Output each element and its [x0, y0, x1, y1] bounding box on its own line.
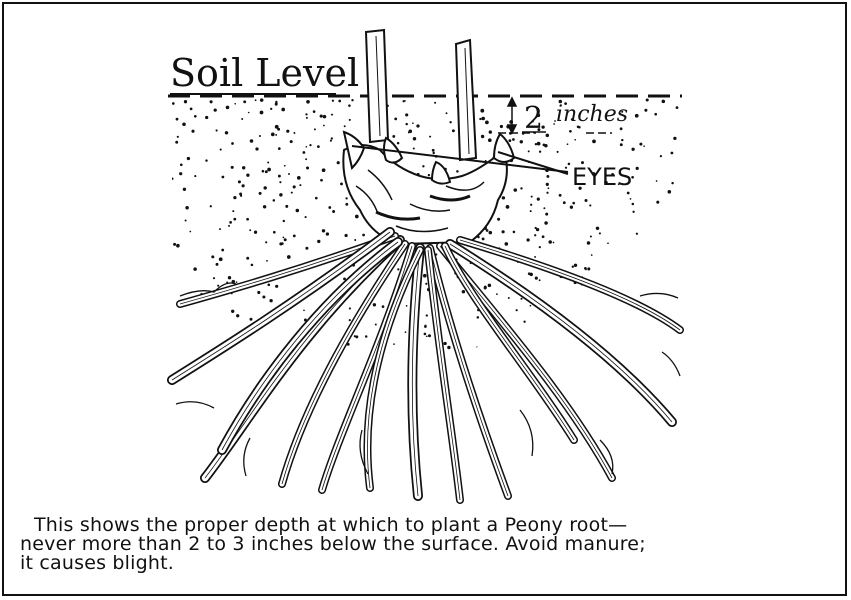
depth-value: 2 — [524, 101, 543, 136]
root-strand — [282, 244, 405, 484]
eyes-label: EYES — [572, 163, 632, 191]
stems — [366, 30, 476, 160]
root-crown — [343, 145, 507, 244]
rootlet — [244, 438, 250, 476]
rootlet — [520, 410, 533, 456]
rootlet — [640, 293, 678, 298]
root-strand-fill — [282, 244, 405, 484]
caption-line: it causes blight. — [20, 554, 826, 573]
figure-caption: This shows the proper depth at which to … — [20, 516, 826, 573]
rootlet — [176, 402, 214, 408]
roots — [172, 232, 680, 500]
rootlet — [662, 352, 680, 376]
root-strand-vein — [282, 244, 405, 484]
soil-level-label: Soil Level — [170, 51, 359, 95]
depth-unit: inches — [556, 102, 628, 127]
